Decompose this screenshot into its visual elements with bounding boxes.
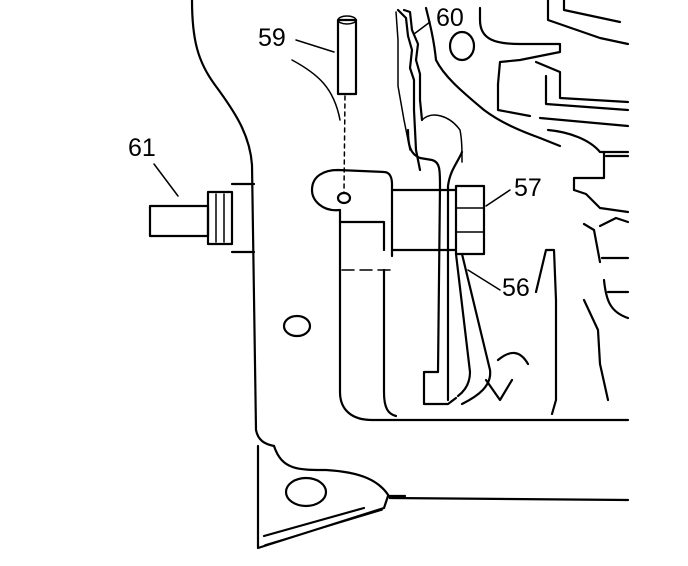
pin-59 bbox=[336, 15, 358, 193]
detent-plate-60 bbox=[395, 8, 463, 172]
detent-lever-56 bbox=[406, 128, 492, 406]
callout-56: 56 bbox=[502, 274, 530, 302]
nut-57 bbox=[454, 184, 486, 256]
pin-bore-hole bbox=[336, 191, 352, 205]
leader-57 bbox=[485, 189, 511, 207]
leader-59b bbox=[291, 59, 341, 121]
inner-bore bbox=[310, 168, 630, 422]
leader-lines bbox=[153, 21, 511, 291]
shaft-61 bbox=[148, 182, 256, 254]
bolt-hole-lower bbox=[284, 476, 328, 508]
callout-61: 61 bbox=[128, 134, 156, 162]
upper-passage-hole bbox=[448, 30, 476, 62]
callout-57: 57 bbox=[514, 174, 542, 202]
callout-59: 59 bbox=[258, 24, 286, 52]
leader-56 bbox=[467, 269, 501, 291]
leader-61 bbox=[153, 163, 179, 197]
lower-valve-ribs bbox=[484, 216, 630, 416]
valve-body-passages bbox=[424, 0, 630, 214]
callout-60: 60 bbox=[436, 4, 464, 32]
callouts: 61 59 60 57 56 bbox=[128, 4, 542, 302]
bolt-hole-mid bbox=[282, 314, 312, 338]
leader-59 bbox=[295, 39, 335, 53]
main-shaft bbox=[390, 188, 458, 252]
case-housing bbox=[190, 0, 630, 550]
leader-60 bbox=[413, 21, 431, 35]
